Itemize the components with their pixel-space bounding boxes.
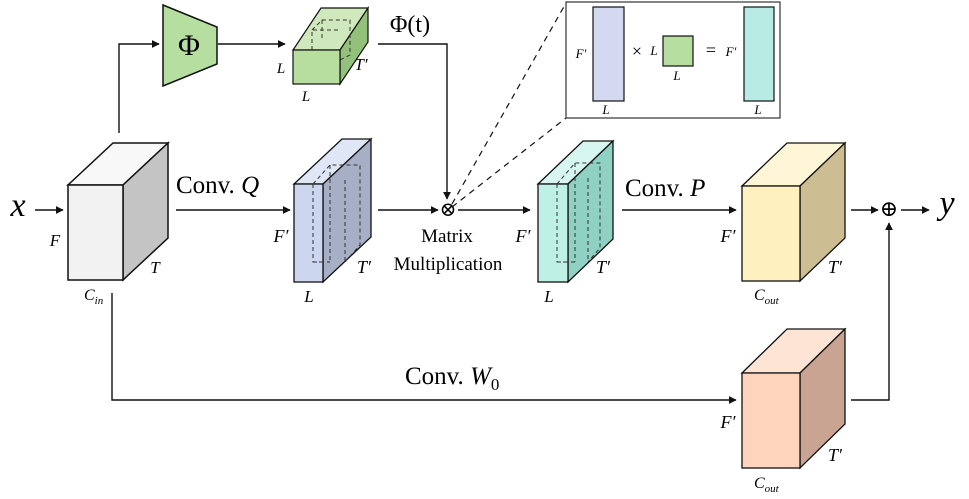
p-T-prime: T′ xyxy=(828,257,843,277)
input-cube xyxy=(66,141,170,282)
arrow-phi-t-to-matmul xyxy=(378,43,451,200)
output-y-label: y xyxy=(936,185,955,222)
w0-F-prime: F′ xyxy=(720,412,737,432)
inset-L-mid-side: L xyxy=(649,43,657,58)
arrow-w0-to-plus xyxy=(851,222,893,401)
q-L: L xyxy=(303,287,313,306)
q-cube-dashed xyxy=(312,164,361,263)
inset-times: × xyxy=(632,41,642,61)
inset-L-mid-bottom: L xyxy=(672,68,680,83)
input-C-in-label: Cin xyxy=(84,287,104,307)
phi-output-front xyxy=(292,49,341,85)
phi-t-label: Φ(t) xyxy=(390,12,430,38)
inset-equals: = xyxy=(706,40,716,60)
conv-q-label: Conv. Q xyxy=(176,172,259,199)
input-cube-front xyxy=(67,184,124,281)
w0-cube-front xyxy=(741,372,801,469)
matmul-label-line1: Matrix xyxy=(421,226,473,247)
mid-cube-front xyxy=(537,183,569,283)
phi-output-L-side: L xyxy=(276,61,285,77)
arrow-input-to-w0 xyxy=(111,293,737,404)
mid-cube xyxy=(536,139,615,284)
inset-right-matrix xyxy=(743,6,775,102)
w0-cube xyxy=(740,327,847,470)
phi-output-T-prime: T′ xyxy=(354,55,367,74)
q-cube-front xyxy=(293,183,324,283)
connectors xyxy=(35,40,930,404)
input-T-label: T xyxy=(150,258,161,277)
p-cube xyxy=(740,141,847,283)
p-cube-front xyxy=(741,185,801,282)
phi-output-L-bottom: L xyxy=(301,89,310,105)
input-F-label: F xyxy=(49,231,61,250)
phi-output-dashed xyxy=(311,19,351,61)
inset-F-prime-right: F′ xyxy=(725,44,737,59)
q-cube xyxy=(292,137,373,284)
inset-L-right: L xyxy=(753,102,761,117)
p-C-out: Cout xyxy=(754,287,780,307)
zoom-line-upper xyxy=(451,2,567,205)
matmul-label-line2: Multiplication xyxy=(394,254,503,275)
q-F-prime: F′ xyxy=(273,226,290,246)
mid-F-prime: F′ xyxy=(515,226,532,246)
zoom-line-lower xyxy=(451,117,567,208)
q-T-prime: T′ xyxy=(357,257,372,277)
w0-C-out: Cout xyxy=(754,475,780,495)
phi-trapezoid xyxy=(162,3,218,88)
phi-output-block xyxy=(291,6,370,86)
inset-box xyxy=(565,1,781,119)
conv-w0-label: Conv. W0 xyxy=(405,363,499,394)
inset-F-prime-left: F′ xyxy=(575,46,587,61)
w0-T-prime: T′ xyxy=(828,445,843,465)
input-x-label: x xyxy=(9,187,25,224)
mid-T-prime: T′ xyxy=(596,257,611,277)
conv-p-label: Conv. P xyxy=(625,175,705,202)
inset-L-left: L xyxy=(601,102,609,117)
p-F-prime: F′ xyxy=(720,226,737,246)
mid-cube-dashed xyxy=(556,162,601,263)
mid-L: L xyxy=(543,287,553,306)
arrow-input-to-phi xyxy=(118,40,160,133)
inset-left-matrix xyxy=(592,6,625,102)
phi-label: Φ xyxy=(178,29,200,62)
matmul-symbol: ⊗ xyxy=(440,199,457,221)
plus-symbol: ⊕ xyxy=(880,196,898,221)
inset-mid-matrix xyxy=(662,35,694,67)
